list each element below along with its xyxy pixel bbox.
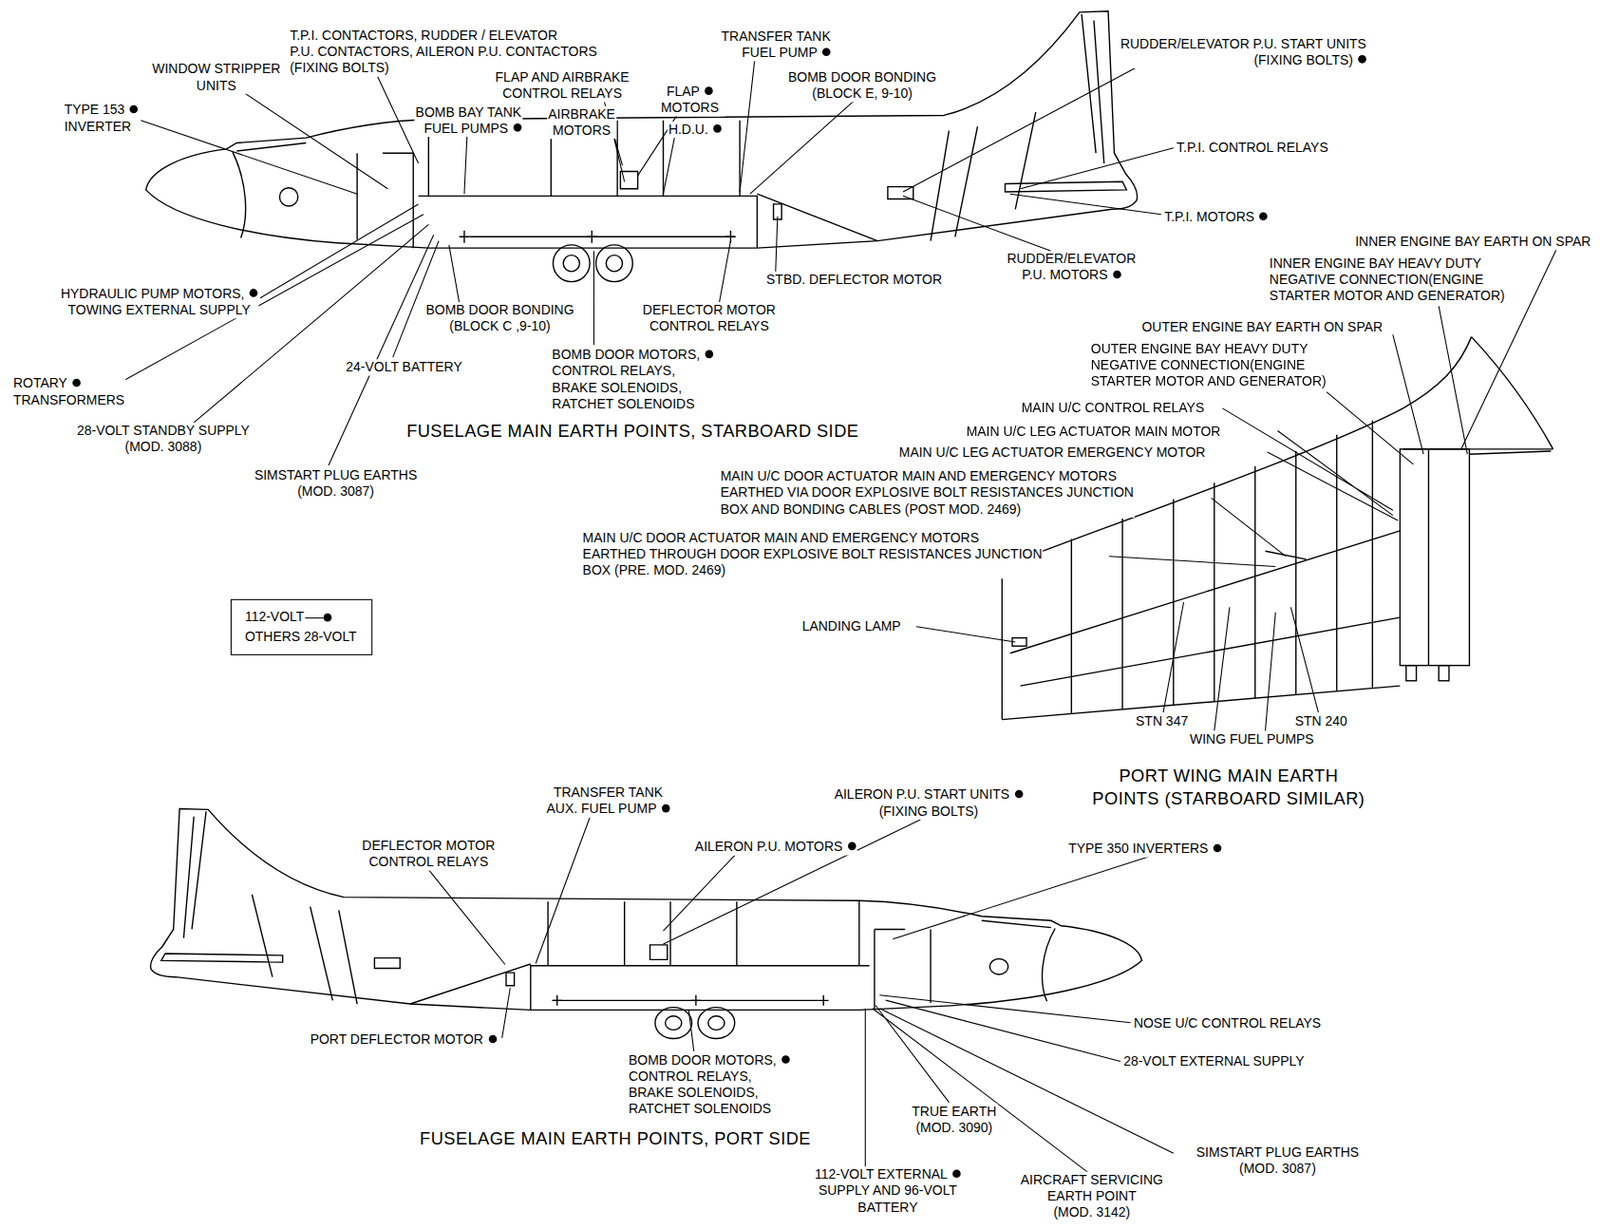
legend-row: OTHERS 28-VOLT (244, 626, 358, 646)
112-volt-dot (1213, 844, 1223, 853)
legend-row: 112-VOLT (244, 606, 358, 626)
callout-label: 28-VOLT STANDBY SUPPLY (MOD. 3088) (75, 422, 251, 455)
callout-label: STN 240 (1294, 713, 1349, 730)
callout-label: FLAP AND AIRBRAKE CONTROL RELAYS (494, 69, 631, 102)
callout-label: NOSE U/C CONTROL RELAYS (1132, 1015, 1322, 1032)
112-volt-dot (822, 48, 831, 57)
callout-label: BOMB DOOR BONDING (BLOCK C ,9-10) (424, 301, 575, 335)
callout-label: BOMB DOOR BONDING (BLOCK E, 9-10) (787, 69, 938, 102)
callout-label: MAIN U/C DOOR ACTUATOR MAIN AND EMERGENC… (719, 468, 1135, 518)
callout-label: MAIN U/C LEG ACTUATOR EMERGENCY MOTOR (898, 445, 1207, 462)
112-volt-dot (1112, 270, 1122, 280)
callout-label: BOMB DOOR MOTORS, CONTROL RELAYS, BRAKE … (627, 1052, 791, 1118)
112-volt-dot (704, 350, 714, 359)
callout-label: H.D.U. (667, 121, 723, 138)
112-volt-dot (249, 288, 259, 298)
callout-label: OUTER ENGINE BAY EARTH ON SPAR (1140, 319, 1384, 336)
112-volt-dot (72, 378, 81, 388)
112-volt-dot (1259, 212, 1268, 222)
112-volt-dot (781, 1054, 791, 1064)
112-volt-dot (713, 124, 722, 133)
callout-label: TYPE 350 INVERTERS (1067, 840, 1223, 857)
callout-label: SIMSTART PLUG EARTHS (MOD. 3087) (1195, 1144, 1360, 1177)
leader-lines (113, 56, 1556, 1174)
callout-label: RUDDER/ELEVATOR P.U. START UNITS (FIXING… (1119, 36, 1368, 69)
callout-label: STN 347 (1134, 713, 1189, 730)
callout-label: DEFLECTOR MOTOR CONTROL RELAYS (360, 837, 496, 870)
callout-label: TYPE 153 INVERTER (63, 101, 140, 134)
legend-box: 112-VOLT OTHERS 28-VOLT (230, 599, 373, 656)
callout-label: DEFLECTOR MOTOR CONTROL RELAYS (641, 301, 777, 335)
112-volt-dot (130, 105, 139, 114)
callout-label: MAIN U/C DOOR ACTUATOR MAIN AND EMERGENC… (582, 529, 1044, 580)
112-volt-dot (1357, 55, 1367, 64)
112-volt-dot (847, 842, 857, 851)
legend-text: 112-VOLT (244, 609, 304, 625)
port-wing (1001, 337, 1553, 720)
callout-label: AILERON P.U. START UNITS (FIXING BOLTS) (833, 787, 1025, 820)
callout-label: 28-VOLT EXTERNAL SUPPLY (1122, 1053, 1306, 1070)
port-fuselage (150, 808, 1143, 1038)
legend-sample (303, 609, 332, 625)
legend-text: OTHERS 28-VOLT (244, 628, 358, 644)
callout-label: WING FUEL PUMPS (1188, 732, 1316, 749)
callout-label: 24-VOLT BATTERY (344, 358, 464, 376)
callout-label: TRANSFER TANK FUEL PUMP (720, 28, 832, 61)
112-volt-dot (704, 86, 714, 95)
callout-label: RUDDER/ELEVATOR P.U. MOTORS (1005, 250, 1137, 283)
112-volt-dot (1015, 790, 1024, 799)
callout-label: BOMB BAY TANK FUEL PUMPS (414, 104, 524, 137)
112-volt-dot (513, 123, 523, 132)
legend-sample-line (304, 607, 323, 619)
callout-label: ROTARY TRANSFORMERS (12, 375, 126, 408)
figure-caption: FUSELAGE MAIN EARTH POINTS, PORT SIDE (418, 1127, 812, 1150)
callout-label: WINDOW STRIPPER UNITS (150, 60, 282, 94)
callout-label: SIMSTART PLUG EARTHS (MOD. 3087) (253, 467, 418, 500)
callout-label: 112-VOLT EXTERNAL SUPPLY AND 96-VOLT BAT… (813, 1166, 962, 1216)
figure-caption: PORT WING MAIN EARTH POINTS (STARBOARD S… (1091, 765, 1366, 810)
callout-label: MAIN U/C CONTROL RELAYS (1020, 399, 1206, 416)
callout-label: TRUE EARTH (MOD. 3090) (910, 1103, 998, 1136)
callout-label: OUTER ENGINE BAY HEAVY DUTY NEGATIVE CON… (1090, 340, 1328, 391)
112-volt-dot (661, 804, 671, 813)
callout-label: MAIN U/C LEG ACTUATOR MAIN MOTOR (965, 423, 1223, 440)
legend-sample-dot (323, 613, 333, 622)
112-volt-dot (952, 1169, 961, 1179)
112-volt-dot (488, 1035, 497, 1044)
callout-label: BOMB DOOR MOTORS, CONTROL RELAYS, BRAKE … (550, 346, 715, 413)
callout-label: PORT DEFLECTOR MOTOR (309, 1031, 498, 1048)
callout-label: INNER ENGINE BAY HEAVY DUTY NEGATIVE CON… (1268, 255, 1506, 305)
callout-label: HYDRAULIC PUMP MOTORS, TOWING EXTERNAL S… (59, 285, 260, 319)
callout-label: AIRCRAFT SERVICING EARTH POINT (MOD. 314… (1019, 1171, 1165, 1222)
callout-label: AIRBRAKE MOTORS (546, 106, 617, 139)
callout-label: FLAP MOTORS (659, 83, 720, 116)
callout-label: LANDING LAMP (801, 618, 903, 635)
callout-label: T.P.I. CONTROL RELAYS (1175, 139, 1330, 156)
callout-label: T.P.I. MOTORS (1163, 208, 1269, 226)
callout-label: STBD. DEFLECTOR MOTOR (765, 271, 943, 288)
figure-caption: FUSELAGE MAIN EARTH POINTS, STARBOARD SI… (405, 420, 860, 444)
callout-label: INNER ENGINE BAY EARTH ON SPAR (1354, 233, 1592, 250)
callout-label: TRANSFER TANK AUX. FUEL PUMP (545, 784, 671, 817)
callout-label: AILERON P.U. MOTORS (694, 838, 858, 855)
